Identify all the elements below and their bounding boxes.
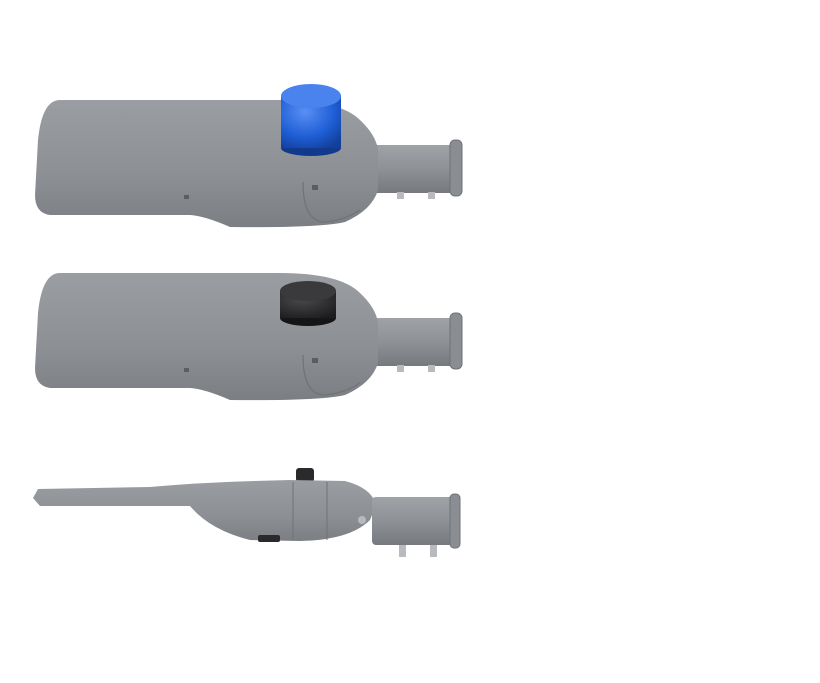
blue-photocell-sensor [281,84,341,156]
housing [34,272,463,401]
black-photocell-sensor [280,281,336,326]
streetlight-top-view-blue-sensor [34,84,463,228]
streetlight-side-view [33,468,461,557]
top-sensor [296,468,314,482]
streetlight-top-view-black-sensor [34,272,463,401]
housing [34,99,463,228]
bottom-sensor [258,535,280,542]
